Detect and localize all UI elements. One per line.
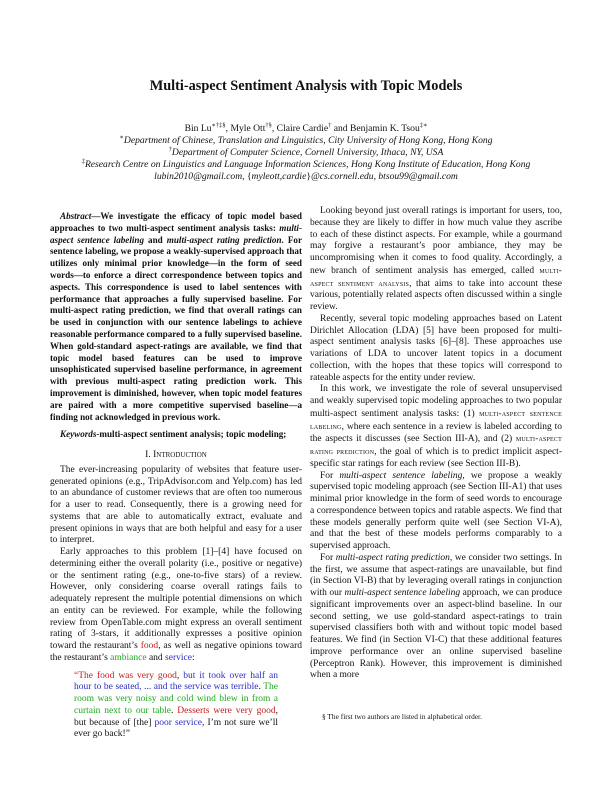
text-run: multi-aspect rating prediction xyxy=(310,433,562,456)
text-run: —We investigate the efficacy of topic mo… xyxy=(50,211,302,233)
text-run: multi-aspect sentence labeling xyxy=(50,222,302,245)
text-run: approach, we can produce significant imp… xyxy=(310,588,562,681)
text-run: : xyxy=(191,652,195,663)
text-run: , as well as negative opinions toward th… xyxy=(50,641,302,663)
text-run: -multi-aspect sentiment analysis; topic … xyxy=(96,429,287,440)
text-run: , xyxy=(176,670,184,681)
affiliation-mark: † xyxy=(328,122,332,129)
text-run: The ever-increasing popularity of websit… xyxy=(50,464,302,546)
text-run: Department of Chinese, Translation and L… xyxy=(123,135,493,146)
text-run: Recently, several topic modeling approac… xyxy=(310,313,562,383)
left-column: Abstract—We investigate the efficacy of … xyxy=(50,211,302,741)
text-run: multi-aspect sentence labeling xyxy=(339,470,463,481)
text-run: For xyxy=(320,552,336,563)
text-run: multi-aspect sentiment analysis xyxy=(310,264,562,288)
author-emails: lubin2010@gmail.com, {myleott,cardie}@cs… xyxy=(0,171,612,183)
right-column: Looking beyond just overall ratings is i… xyxy=(310,206,562,682)
intro-paragraph-1: The ever-increasing popularity of websit… xyxy=(50,465,302,547)
text-run: , Myle Ott xyxy=(225,123,266,134)
text-run: . xyxy=(258,682,264,693)
text-run: multi-aspect rating prediction xyxy=(166,234,282,245)
affiliation-mark: †§ xyxy=(265,122,272,129)
text-run: myleott,cardie xyxy=(251,171,307,182)
text-run: Early approaches to this problem [1]–[4]… xyxy=(50,547,302,652)
text-run: Keywords xyxy=(60,429,97,440)
text-run: , where each sentence in a review is lab… xyxy=(310,421,562,445)
text-run: . xyxy=(170,705,178,716)
text-run: Desserts were very good xyxy=(177,705,276,716)
text-run: , but because of [the] xyxy=(74,705,278,728)
affiliation-mark: ∗ xyxy=(119,134,124,141)
affiliation-mark: ∗†‡§ xyxy=(211,122,226,129)
review-quote: “The food was very good, but it took ove… xyxy=(74,671,278,742)
text-run: and xyxy=(144,234,167,245)
author-block: Bin Lu∗†‡§, Myle Ott†§, Claire Cardie† a… xyxy=(0,122,612,183)
text-run: , I’m not sure we’ll ever go back!” xyxy=(74,717,278,740)
paper-title: Multi-aspect Sentiment Analysis with Top… xyxy=(149,78,463,94)
text-run: multi-aspect sentence labeling xyxy=(310,407,562,431)
affiliation-hkied: ‡Research Centre on Linguistics and Lang… xyxy=(0,158,612,171)
affiliation-mark: † xyxy=(168,146,172,153)
text-run: . For sentence labeling, we propose a we… xyxy=(50,234,303,422)
text-run: food xyxy=(140,641,159,652)
text-run: In this work, we investigate the role of… xyxy=(310,384,562,419)
text-run: For xyxy=(320,470,340,481)
text-run: Department of Computer Science, Cornell … xyxy=(171,147,444,158)
text-run: } xyxy=(306,171,311,182)
right-paragraph-5: For multi-aspect rating prediction, we c… xyxy=(310,553,562,682)
text-run: , that aims to take into account these v… xyxy=(310,278,562,313)
text-run: ambiance xyxy=(110,652,147,663)
text-run: Looking beyond just overall ratings is i… xyxy=(310,206,562,276)
text-run: but it took over half an hour to be seat… xyxy=(74,670,278,693)
affiliation-mark: ‡ xyxy=(81,158,85,165)
footnote: § The first two authors are listed in al… xyxy=(322,712,482,721)
affiliation-mark: ‡∗ xyxy=(419,122,428,129)
text-run: , we propose a weakly supervised topic m… xyxy=(310,470,562,552)
text-run: The room was very noisy and cold wind bl… xyxy=(74,682,278,716)
right-paragraph-2: Recently, several topic modeling approac… xyxy=(310,314,562,385)
text-run: and Benjamin K. Tsou xyxy=(331,123,420,134)
author-names: Bin Lu∗†‡§, Myle Ott†§, Claire Cardie† a… xyxy=(0,122,612,135)
text-run: multi-aspect rating prediction xyxy=(335,552,450,563)
text-run: Bin Lu xyxy=(184,123,212,134)
text-run: Abstract xyxy=(60,211,92,221)
abstract-paragraph: Abstract—We investigate the efficacy of … xyxy=(50,211,302,423)
text-run: “The food was very good xyxy=(74,670,177,681)
text-run: , Claire Cardie xyxy=(271,123,329,134)
text-run: @cs.cornell.edu, btsou99@gmail.com xyxy=(310,171,458,182)
right-paragraph-3: In this work, we investigate the role of… xyxy=(310,384,562,470)
text-run: multi-aspect sentence labeling xyxy=(344,588,461,598)
text-run: Research Centre on Linguistics and Langu… xyxy=(84,159,531,170)
intro-paragraph-2: Early approaches to this problem [1]–[4]… xyxy=(50,547,302,665)
text-run: , we consider two settings. In the first… xyxy=(310,552,563,598)
text-run: poor service xyxy=(154,717,202,728)
right-paragraph-4: For multi-aspect sentence labeling, we p… xyxy=(310,471,562,553)
text-run: service xyxy=(165,652,192,663)
section-heading-introduction: I. Introduction xyxy=(145,449,207,461)
text-run: , the goal of which is to predict implic… xyxy=(310,447,562,469)
right-paragraph-1: Looking beyond just overall ratings is i… xyxy=(310,206,562,314)
affiliation-cornell: †Department of Computer Science, Cornell… xyxy=(0,146,612,159)
text-run: and xyxy=(146,652,166,663)
text-run: lubin2010@gmail.com, xyxy=(154,171,247,182)
text-run: { xyxy=(246,171,252,182)
abstract: Abstract—We investigate the efficacy of … xyxy=(50,211,302,441)
affiliation-cityu: ∗Department of Chinese, Translation and … xyxy=(0,134,612,147)
keywords: Keywords-multi-aspect sentiment analysis… xyxy=(50,429,302,441)
